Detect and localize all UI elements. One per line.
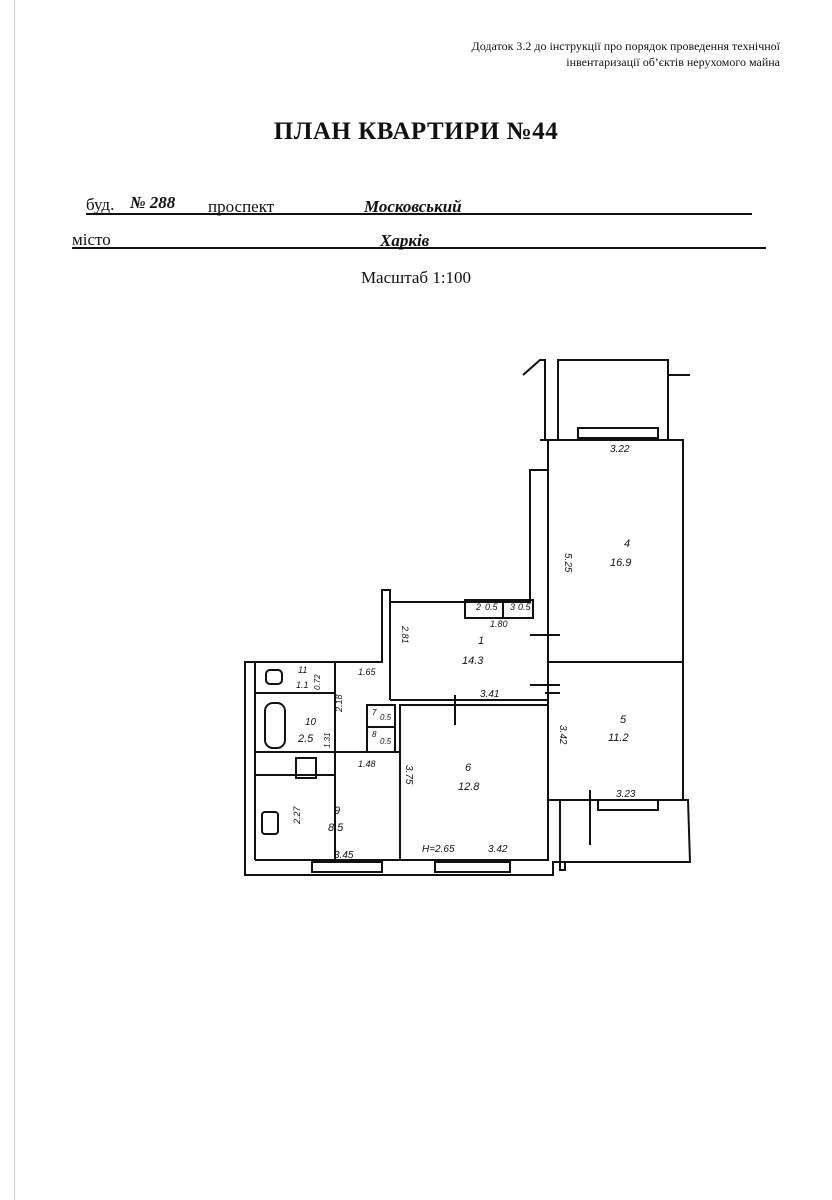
room-area: 8.5 (328, 822, 344, 834)
appendix-line-2: інвентаризації об’єктів нерухомого майна (566, 55, 780, 69)
room-area: 0.5 (380, 713, 392, 722)
window-room-4 (577, 427, 659, 439)
appendix-line-1: Додаток 3.2 до інструкції про порядок пр… (471, 39, 780, 53)
dimension-label: 3.75 (403, 765, 414, 785)
dimension-label: 3.45 (334, 850, 354, 861)
dimension-label: 2.27 (292, 805, 302, 825)
dimension-label: 3.41 (480, 689, 499, 700)
page-title: ПЛАН КВАРТИРИ №44 (273, 118, 559, 145)
room-area: 11.2 (608, 732, 629, 744)
room-area: 0.5 (518, 602, 532, 612)
dimension-label: 1.80 (490, 619, 508, 629)
room-number: 11 (298, 665, 307, 675)
dimension-label: 1.65 (358, 667, 377, 677)
dimension-label: 2.81 (400, 625, 410, 644)
window-room-6 (434, 861, 511, 873)
city-name: Харків (380, 231, 430, 250)
page-edge-line (14, 0, 15, 1200)
room-number: 3 (510, 602, 515, 612)
room-6-outline (399, 704, 549, 861)
appendix-note: Додаток 3.2 до інструкції про порядок пр… (360, 38, 780, 70)
room-area: 1.1 (296, 680, 309, 690)
room-number: 8 (372, 730, 377, 739)
city-label: місто (72, 230, 111, 249)
room-area: 2.5 (297, 733, 314, 745)
dimension-label: 2.18 (334, 694, 344, 713)
dimension-label: 0.72 (313, 674, 322, 690)
dimension-labels: 3.22 5.25 1.80 2.81 3.41 1.65 3.42 3.23 … (292, 444, 636, 861)
dimension-label: 5.25 (562, 553, 573, 573)
dimension-label: 1.31 (323, 732, 332, 748)
room-area: 14.3 (462, 655, 484, 667)
room-number: 10 (305, 717, 317, 728)
dimension-label: H=2.65 (422, 844, 455, 855)
room-area: 16.9 (610, 557, 631, 569)
room-number: 5 (620, 714, 627, 726)
dimension-label: 3.23 (616, 789, 636, 800)
window-room-9 (311, 861, 383, 873)
building-underline (86, 213, 752, 215)
street-type-label: проспект (208, 197, 275, 216)
room-labels: 4 16.9 5 11.2 1 14.3 6 12.8 9 8.5 10 2.5… (296, 538, 631, 834)
building-number: № 288 (130, 193, 176, 212)
room-number: 1 (478, 635, 484, 647)
building-label: буд. (86, 195, 115, 214)
room-number: 6 (465, 762, 472, 774)
outer-wall-left (244, 440, 565, 876)
room-number: 9 (334, 805, 340, 817)
dimension-label: 3.42 (488, 844, 508, 855)
room-area: 0.5 (485, 602, 499, 612)
window-room-5 (597, 799, 659, 811)
room-number: 2 (475, 602, 481, 612)
dimension-label: 1.48 (358, 759, 376, 769)
city-underline (72, 247, 766, 249)
room-number: 7 (372, 708, 377, 717)
room-area: 12.8 (458, 781, 480, 793)
scale-label: Масштаб 1:100 (360, 268, 472, 287)
room-area: 0.5 (380, 737, 392, 746)
street-name: Московський (364, 197, 462, 216)
plan-walls (244, 359, 692, 876)
dimension-label: 3.22 (610, 444, 630, 455)
dimension-label: 3.42 (557, 725, 568, 745)
room-number: 4 (624, 538, 630, 550)
